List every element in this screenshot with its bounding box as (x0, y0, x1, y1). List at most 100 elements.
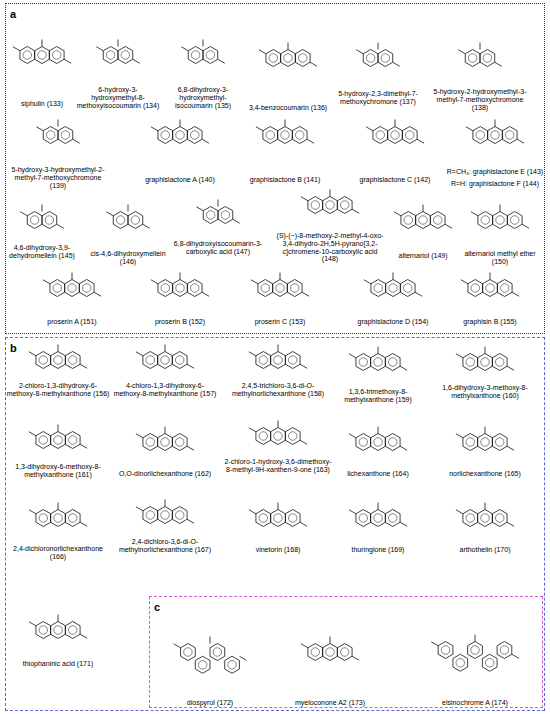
compound-name: R=H: graphislactone F (144) (443, 180, 547, 188)
aromatic-bond (146, 438, 155, 447)
substituent-bond (64, 59, 71, 63)
compound-name: 4,6-dihydroxy-3,9-dehydromellein (145) (3, 244, 81, 260)
compound-name: alternariol (149) (388, 252, 458, 260)
compound-name: 3,4-benzocoumarin (136) (248, 104, 328, 112)
ring-bond (158, 434, 173, 451)
compound-name: graphisin B (155) (455, 318, 525, 326)
aromatic-bond (54, 514, 63, 523)
aromatic-bond (381, 54, 390, 63)
substituent-bond (58, 345, 59, 352)
substituent-bond (96, 47, 103, 51)
ring-bond (188, 47, 203, 64)
ring-bond (285, 510, 300, 527)
aromatic-bond (274, 356, 283, 365)
aromatic-bond (161, 356, 170, 365)
ring-bond (483, 280, 498, 297)
substituent-bond (490, 273, 491, 280)
panel-frame: c (149, 596, 543, 708)
aromatic-bond (326, 201, 335, 210)
ring-bond (51, 432, 66, 449)
aromatic-bond (276, 284, 285, 293)
ring-bond (378, 50, 393, 67)
aromatic-bond (376, 131, 385, 140)
molecule (456, 347, 514, 371)
ring-bond (51, 510, 66, 527)
aromatic-bond (39, 514, 48, 523)
substituent-bond (72, 273, 73, 280)
aromatic-bond (266, 131, 275, 140)
molecule (196, 200, 239, 224)
ring-bond (473, 127, 488, 144)
substituent-bond (256, 127, 263, 131)
aromatic-bond (175, 511, 184, 520)
ring-bond (65, 510, 80, 527)
ring-systems (13, 40, 529, 674)
compound-name: 2-chloro-1-hydroxy-3,6-dimethoxy-8-methy… (223, 458, 333, 474)
substituent-bond (485, 347, 486, 354)
molecule (151, 120, 209, 144)
aromatic-bond (466, 514, 475, 523)
ring-bond (478, 354, 493, 371)
compound-name: (S)-(−)-8-methoxy-2-methyl-4-oxo-3,4-dih… (274, 232, 386, 263)
substituent-bond (352, 209, 359, 213)
aromatic-bond (495, 438, 504, 447)
substituent-bond (58, 503, 59, 510)
ring-bond (51, 352, 66, 369)
molecule (301, 637, 359, 661)
aromatic-bond (39, 356, 48, 365)
substituent-bond (302, 292, 309, 296)
substituent-bond (310, 62, 317, 66)
ring-bond (187, 127, 202, 144)
substituent-bond (378, 347, 379, 354)
substituent-bond (165, 500, 166, 507)
aromatic-bond (54, 356, 63, 365)
aromatic-bond (175, 356, 184, 365)
ring-bond (323, 197, 338, 214)
molecule (29, 503, 87, 527)
compound-name: myeloconone A2 (173) (284, 699, 376, 707)
substituent-bond (300, 440, 307, 444)
aromatic-bond (30, 216, 39, 225)
aromatic-bond (259, 514, 268, 523)
ring-bond (493, 212, 508, 229)
aromatic-bond (471, 284, 480, 293)
aromatic-bond (176, 131, 185, 140)
ring-bond (482, 654, 497, 671)
aromatic-bond (82, 284, 91, 293)
ring-bond (210, 644, 225, 661)
substituent-bond (507, 446, 514, 450)
substituent-bond (57, 224, 64, 228)
substituent-bond (13, 47, 20, 51)
substituent-bond (512, 654, 519, 658)
aromatic-bond (38, 51, 47, 60)
molecule (174, 637, 247, 674)
ring-bond (225, 656, 240, 673)
substituent-bond (43, 280, 50, 284)
ring-bond (430, 212, 445, 229)
aromatic-bond (221, 211, 230, 220)
aromatic-bond (486, 284, 495, 293)
ring-bond (492, 354, 507, 371)
molecule (106, 205, 149, 229)
substituent-bond (461, 280, 468, 284)
substituent-bond (128, 205, 129, 212)
aromatic-bond (326, 648, 335, 657)
aromatic-bond (39, 626, 48, 635)
molecule (20, 205, 63, 229)
ring-bond (42, 212, 57, 229)
compound-name: 6,8-dihydroxyisocoumarin-3-carboxylic ac… (173, 240, 263, 256)
substituent-bond (58, 425, 59, 432)
aromatic-bond (340, 648, 349, 657)
aromatic-bond (146, 511, 155, 520)
ring-bond (271, 428, 286, 445)
aromatic-bond (311, 201, 320, 210)
compound-name: 2-chloro-1,3-dihydroxy-6-methoxy-8-methy… (6, 382, 110, 398)
molecule (471, 205, 529, 229)
aromatic-bond (388, 438, 397, 447)
aromatic-bond (198, 661, 207, 670)
ring-bond (287, 280, 302, 297)
aromatic-bond (404, 216, 413, 225)
aromatic-bond (481, 438, 490, 447)
ring-bond (295, 50, 310, 67)
aromatic-bond (161, 131, 170, 140)
